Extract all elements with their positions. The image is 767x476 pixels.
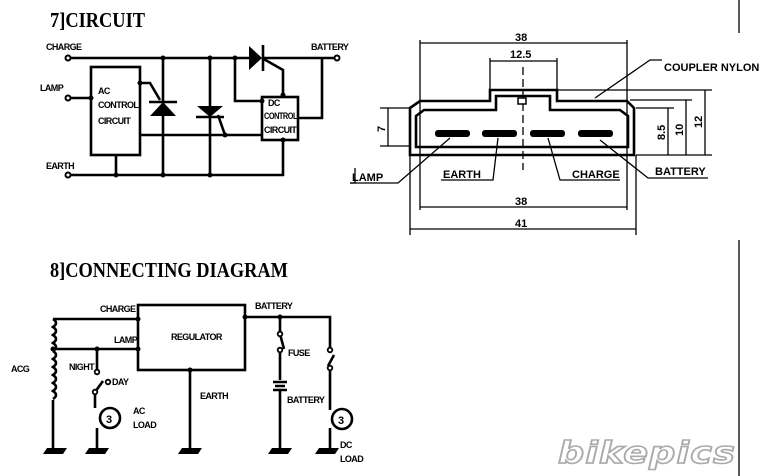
ground-icon [85, 448, 109, 454]
lamp-label: LAMP [114, 335, 138, 345]
dc-load-label-1: DC [340, 440, 353, 450]
ac-load-lamp-icon: 3 [98, 406, 122, 430]
ground-icon [178, 448, 202, 454]
battery-terminal-label: BATTERY [311, 42, 349, 52]
scr-1-icon [149, 100, 177, 116]
dc-control-circuit-box [260, 95, 300, 142]
dc-load-lamp-icon: 3 [330, 407, 354, 431]
dim-h3: 12 [693, 116, 705, 128]
connector-pins [435, 130, 613, 137]
connecting-title: 8]CONNECTING DIAGRAM [50, 258, 288, 282]
pin-label-lamp: LAMP [352, 172, 383, 184]
scr-2-icon [196, 106, 224, 119]
bikepics-watermark-logo: bikepics [558, 436, 736, 471]
ac-box-line-2: CONTROL [98, 100, 139, 110]
coupler-nylon-label: COUPLER NYLON [664, 62, 759, 74]
dc-box-line-3: CIRCUIT [264, 125, 297, 135]
connector-body [408, 88, 636, 157]
night-label: NIGHT [69, 362, 95, 372]
ac-load-label-2: LOAD [133, 420, 157, 430]
dim-top-width: 38 [515, 32, 527, 44]
lamp-terminal-label: LAMP [40, 83, 64, 93]
charge-label: CHARGE [100, 304, 136, 314]
dim-left-height: 7 [376, 126, 388, 132]
circuit-section: 7]CIRCUIT CHARGE LAMP EARTH BATTERY [40, 8, 356, 184]
ac-box-line-3: CIRCUIT [98, 116, 131, 126]
leader-lines [350, 59, 708, 184]
dc-load-label-2: LOAD [340, 454, 364, 464]
dimension-lines [380, 40, 712, 235]
pin-lamp [435, 130, 470, 137]
ground-icon [43, 448, 67, 454]
pin-label-battery: BATTERY [655, 166, 706, 178]
fuse-label: FUSE [288, 348, 310, 358]
ground-icon [268, 448, 292, 454]
ground-icon [315, 448, 339, 454]
connecting-section: 8]CONNECTING DIAGRAM REGULATOR 3 [11, 258, 365, 464]
connecting-wires [50, 315, 336, 448]
connecting-dots [50, 314, 283, 373]
terminal-circles [64, 54, 341, 179]
dim-h1: 8.5 [656, 125, 668, 140]
pin-battery [578, 130, 613, 137]
ground-icons [43, 448, 339, 454]
ac-load-label-1: AC [133, 406, 146, 416]
circuit-title: 7]CIRCUIT [50, 8, 145, 32]
ac-load-lamp-glyph: 3 [106, 414, 112, 426]
battery-cell-label: BATTERY [287, 395, 325, 405]
circuit-wires [68, 56, 337, 177]
connector-section: 38 12.5 38 41 7 8.5 10 12 COUPLER NYLON … [350, 32, 759, 235]
ac-box-line-1: AC [98, 86, 111, 96]
pin-charge [530, 130, 565, 137]
regulator-label: REGULATOR [171, 332, 223, 342]
switch-contacts [91, 330, 334, 396]
dc-box-line-1: DC [268, 98, 281, 108]
earth-terminal-label: EARTH [46, 161, 74, 171]
battery-cell-icon [273, 380, 287, 392]
dc-box-line-2: CONTROL [264, 111, 298, 121]
dim-bottom-outer: 41 [515, 218, 527, 230]
pin-label-charge: CHARGE [572, 169, 620, 181]
pin-earth [482, 130, 517, 137]
dim-key-width: 12.5 [510, 49, 531, 61]
dim-h2: 10 [674, 124, 686, 136]
battery-label: BATTERY [255, 301, 293, 311]
day-label: DAY [112, 377, 129, 387]
charge-terminal-label: CHARGE [46, 42, 82, 52]
ac-control-circuit-box [89, 65, 142, 157]
dc-load-lamp-glyph: 3 [338, 415, 344, 427]
dim-bottom-inner: 38 [515, 196, 527, 208]
pin-label-earth: EARTH [443, 169, 481, 181]
main-thyristor-icon [249, 45, 265, 71]
acg-label: ACG [11, 364, 30, 374]
earth-label: EARTH [200, 391, 228, 401]
